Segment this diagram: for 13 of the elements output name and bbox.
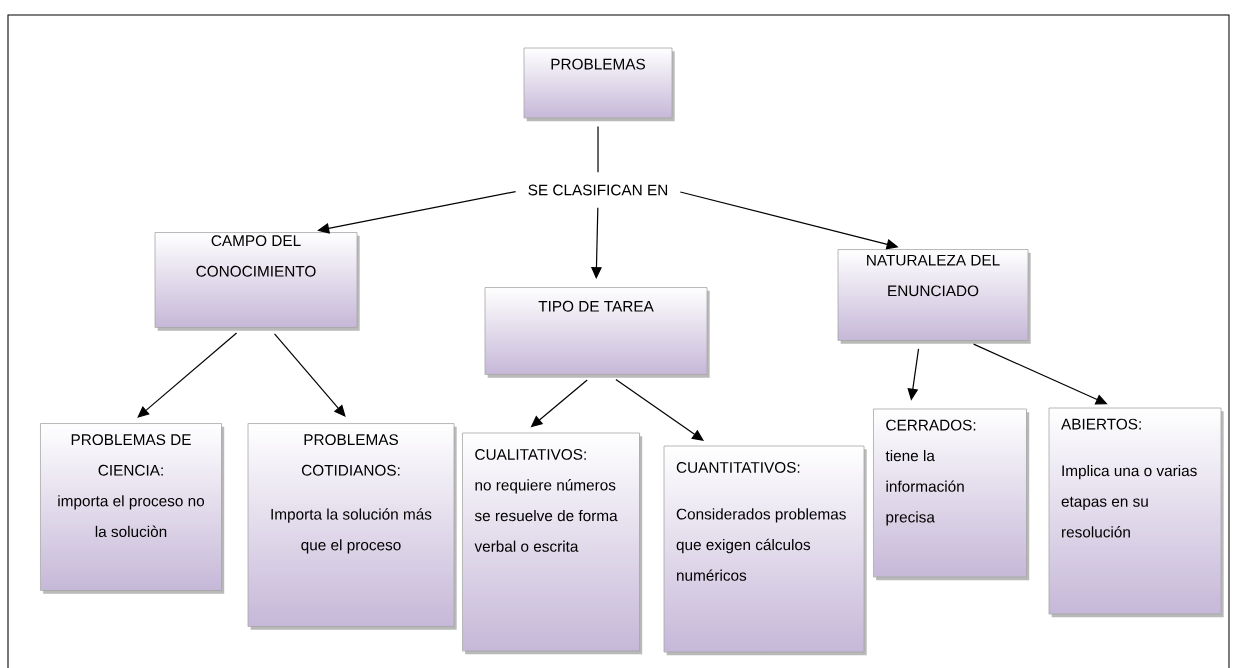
connector-text: SE CLASIFICAN EN [523, 180, 673, 200]
concept-box: PROBLEMAS DE CIENCIA: importa el proceso no la soluciòn [40, 423, 225, 594]
concept-box: CAMPO DEL CONOCIMIENTO [154, 232, 360, 331]
connector-line [597, 125, 599, 173]
arrow [137, 332, 238, 418]
concept-box: CUALITATIVOS: no requiere números se resuelve de forma verbal o escrita [462, 432, 643, 655]
concept-box: CUANTITATIVOS: Considerados problemas que exigen cálculos numéricos [663, 445, 867, 656]
concept-box: PROBLEMAS COTIDIANOS: Importa la solución más que el proceso [247, 423, 457, 630]
concept-box: NATURALEZA DEL ENUNCIADO [837, 249, 1031, 344]
concept-box: CERRADOS: tiene la información precisa [873, 408, 1030, 581]
concept-box: PROBLEMAS [523, 47, 675, 122]
concept-box: ABIERTOS: Implica una o varias etapas en su resolución [1048, 407, 1224, 618]
concept-box: TIPO DE TAREA [484, 287, 710, 378]
